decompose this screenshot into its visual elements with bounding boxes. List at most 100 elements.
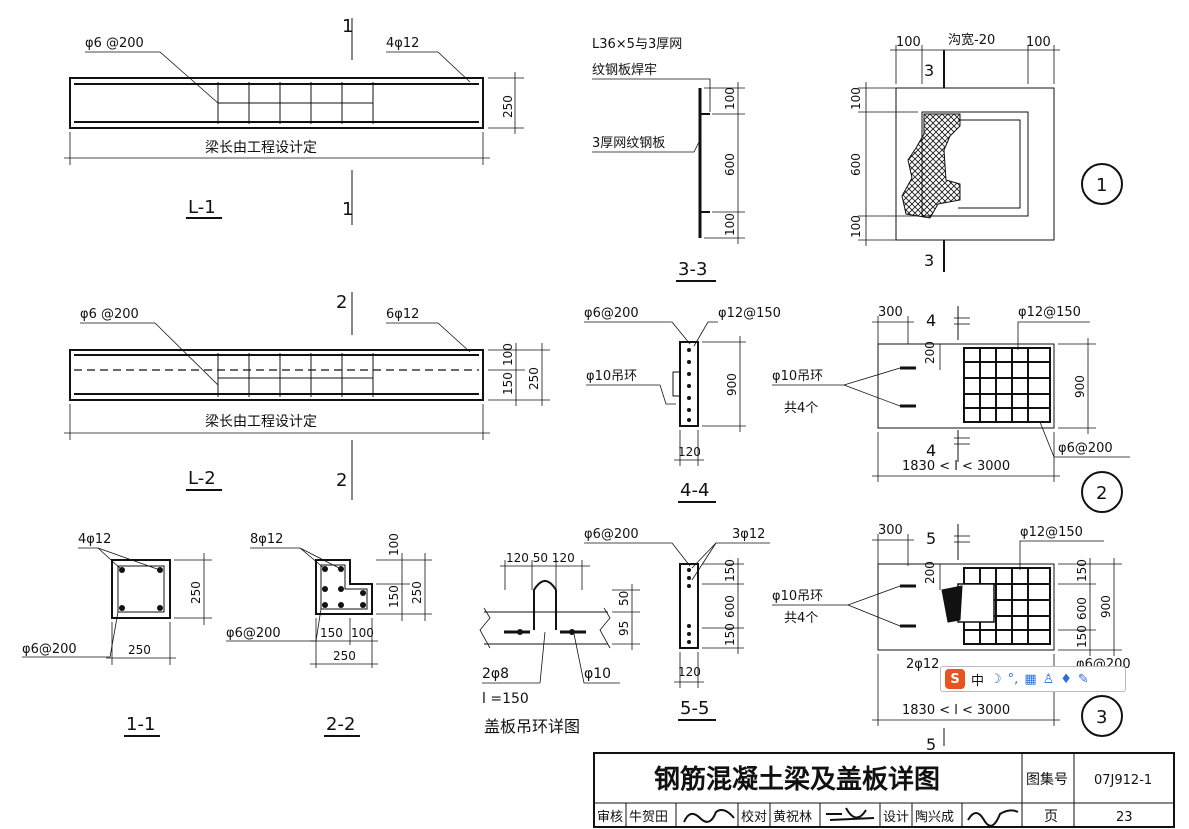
d2-cut-mark-bottom: 4 [926, 441, 936, 460]
d1-dim-left: 100 [896, 35, 921, 50]
s44-stirrup-label: φ6@200 [584, 306, 639, 321]
s44-height-dim: 900 [725, 373, 739, 396]
keyboard-icon[interactable]: ▦ [1024, 671, 1037, 687]
title-block-title: 钢筋混凝土梁及盖板详图 [654, 764, 940, 795]
ime-toolbar[interactable]: S 中 ☽ °, ▦ ♙ ♦ ✎ [940, 666, 1126, 692]
section-3-3: L36×5与3厚网 纹钢板焊牢 3厚网纹钢板 100 600 100 3-3 [592, 37, 745, 282]
d3-dim-inner: 200 [923, 561, 937, 584]
ime-logo-icon[interactable]: S [945, 669, 965, 689]
d2-dim-inner: 200 [923, 341, 937, 364]
l1-section-mark-bottom: 1 [342, 199, 353, 220]
l1-section-mark-top: 1 [342, 16, 353, 37]
review-label: 审核 [597, 810, 623, 825]
s22-main-bar-label: 8φ12 [250, 532, 283, 547]
l2-dim-top: 100 [501, 343, 515, 366]
d3-dim-v2: 600 [1075, 597, 1089, 620]
l1-stirrup-label: φ6 @200 [85, 36, 144, 51]
d2-circle-label: 2 [1096, 483, 1107, 504]
s55-name: 5-5 [680, 698, 709, 719]
d2-dim-left: 300 [878, 305, 903, 320]
d1-cut-mark-bottom: 3 [924, 251, 934, 270]
hook-dim-v2: 95 [617, 621, 631, 636]
wrench-icon[interactable]: ✎ [1077, 671, 1089, 687]
l2-stirrup-label: φ6 @200 [80, 307, 139, 322]
d1-dim-v-top: 100 [849, 87, 863, 110]
d2-ring-line2: 共4个 [784, 401, 818, 416]
l2-dim-bottom: 150 [501, 372, 515, 395]
l2-name: L-2 [188, 468, 216, 489]
d3-dim-v3: 150 [1075, 625, 1089, 648]
d2-bar-bottom: φ6@200 [1058, 441, 1113, 456]
s33-dim-mid: 600 [723, 153, 737, 176]
s11-main-bar-label: 4φ12 [78, 532, 111, 547]
l2-main-bar-label: 6φ12 [386, 307, 419, 322]
l1-height-dim: 250 [501, 95, 515, 118]
l2-height-dim: 250 [527, 367, 541, 390]
s11-name: 1-1 [126, 714, 155, 735]
d1-cut-mark-top: 3 [924, 61, 934, 80]
d3-cut-mark-bottom: 5 [926, 735, 936, 754]
beam-l1-elevation: 1 1 φ6 @200 4φ12 250 梁长由工程设计定 L-1 [64, 16, 524, 225]
d2-height-dim: 900 [1073, 375, 1087, 398]
section-4-4: φ6@200 φ12@150 φ10吊环 900 120 4-4 [584, 306, 781, 503]
d1-trench-width: 沟宽-20 [948, 32, 995, 48]
hook-detail: 120 50 120 50 95 2φ8 l =150 φ10 盖板吊环详图 [479, 551, 640, 736]
page-label: 页 [1044, 809, 1058, 825]
s44-width-dim: 120 [678, 445, 701, 459]
s55-dim-mid: 600 [723, 595, 737, 618]
s55-stirrup-label: φ6@200 [584, 527, 639, 542]
beam-l2-elevation: 2 2 φ6 @200 6φ12 100 150 250 梁长由工程设计定 L-… [64, 292, 550, 500]
s22-name: 2-2 [326, 714, 355, 735]
atlas-no: 07J912-1 [1094, 773, 1152, 788]
d3-circle-label: 3 [1096, 707, 1107, 728]
l2-section-mark-top: 2 [336, 292, 347, 313]
moon-icon[interactable]: ☽ [990, 671, 1002, 687]
s22-dim-w1: 150 [320, 626, 343, 640]
s22-dim-w2: 100 [351, 626, 374, 640]
hook-length: l =150 [482, 691, 529, 707]
hook-name: 盖板吊环详图 [484, 717, 580, 736]
section-5-5: φ6@200 3φ12 150 600 150 120 5-5 [584, 527, 770, 721]
s33-dim-bottom: 100 [723, 213, 737, 236]
s22-dim-top: 100 [387, 533, 401, 556]
d1-dim-v-bottom: 100 [849, 215, 863, 238]
section-2-2: 8φ12 φ6@200 100 150 250 150 100 250 2-2 [226, 532, 432, 737]
s22-width-dim: 250 [333, 649, 356, 663]
d3-ring-line1: φ10吊环 [772, 589, 823, 604]
l2-section-mark-bottom: 2 [336, 470, 347, 491]
checker-name: 黄祝林 [773, 810, 812, 825]
section-1-1: 4φ12 φ6@200 250 250 1-1 [22, 532, 212, 737]
hook-bar-left: 2φ8 [482, 666, 509, 682]
d2-bar-top: φ12@150 [1018, 305, 1081, 320]
d3-bar-top: φ12@150 [1020, 525, 1083, 540]
d2-ring-line1: φ10吊环 [772, 369, 823, 384]
s55-main-bar-label: 3φ12 [732, 527, 765, 542]
skin-shirt-icon[interactable]: ♦ [1060, 671, 1072, 687]
s11-stirrup-label: φ6@200 [22, 642, 77, 657]
user-icon[interactable]: ♙ [1042, 671, 1055, 687]
d1-hatch-area [901, 113, 961, 219]
designer-signature [967, 809, 1019, 827]
s55-dim-top: 150 [723, 559, 737, 582]
d1-circle-label: 1 [1096, 175, 1107, 196]
atlas-no-label: 图集号 [1026, 771, 1068, 788]
hook-dim-v1: 50 [617, 591, 631, 606]
reviewer-signature [683, 809, 735, 823]
s33-note2: 3厚网纹钢板 [592, 136, 665, 151]
title-block: 钢筋混凝土梁及盖板详图 图集号 07J912-1 审核 牛贺田 校对 黄祝林 设… [593, 752, 1175, 828]
s11-height-dim: 250 [189, 581, 203, 604]
hook-dims-top: 120 50 120 [506, 551, 575, 565]
d1-dim-right: 100 [1026, 35, 1051, 50]
l1-length-note: 梁长由工程设计定 [205, 140, 317, 156]
s22-dim-mid: 150 [387, 585, 401, 608]
d2-cut-mark-top: 4 [926, 311, 936, 330]
ime-mode-toggle[interactable]: 中 [971, 673, 985, 689]
page-no: 23 [1116, 810, 1133, 825]
checker-signature [826, 807, 875, 821]
s33-note1-line1: L36×5与3厚网 [592, 37, 682, 52]
s55-width-dim: 120 [678, 665, 701, 679]
designer-name: 陶兴成 [915, 809, 954, 825]
detail-2-plan: 300 4 4 200 φ10吊环 共4个 φ12@150 900 φ6@2 [772, 305, 1130, 513]
punctuation-icon[interactable]: °, [1007, 671, 1019, 687]
d2-span: 1830 < l < 3000 [902, 459, 1010, 474]
